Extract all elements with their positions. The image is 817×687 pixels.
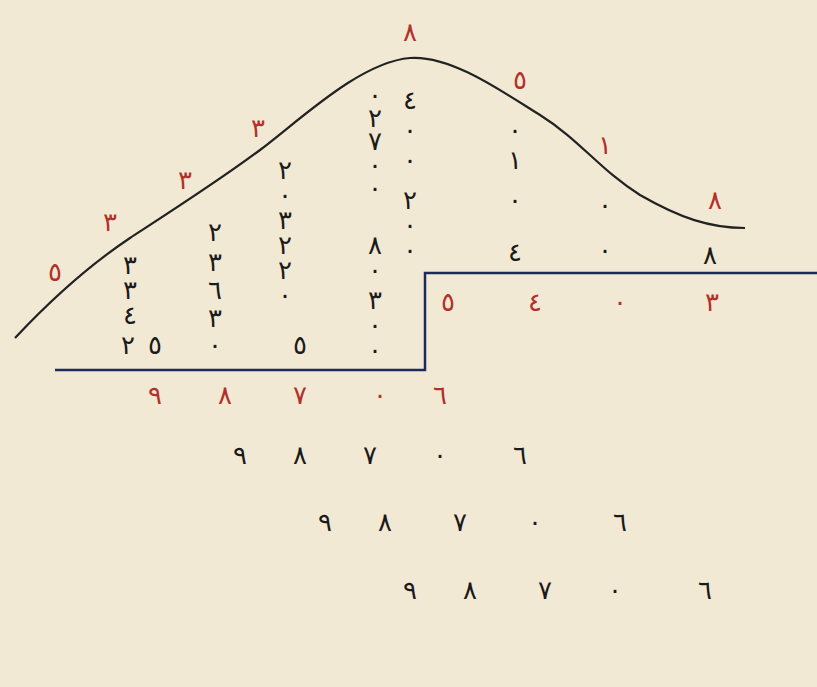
red-digit: ٠ [373,382,387,408]
black-digit: ٤ [403,87,417,113]
black-digit: ٠ [403,117,417,143]
black-digit: ٧ [363,442,377,468]
black-digit: ٨ [463,577,477,603]
black-digit: ٩ [318,509,332,535]
red-digit: ٨ [218,382,232,408]
black-digit: ٥ [148,332,162,358]
black-digit: ٨ [368,232,382,258]
black-digit: ٨ [703,242,717,268]
black-digit: ٠ [208,332,222,358]
red-digit: ٨ [708,187,722,213]
black-digit: ٦ [513,442,527,468]
black-digit: ٢ [278,232,292,258]
black-digit: ٧ [538,577,552,603]
black-digit: ٢ [278,257,292,283]
black-digit: ٧ [368,128,382,154]
black-digit: ٣ [123,252,137,278]
red-digit: ٠ [613,289,627,315]
black-digit: ٧ [453,509,467,535]
curve-line [15,58,745,338]
black-digit: ٠ [368,257,382,283]
black-digit: ٤ [508,239,522,265]
black-digit: ٠ [598,192,612,218]
red-digit: ٣ [705,289,719,315]
black-digit: ٢ [121,332,135,358]
black-digit: ٦ [613,509,627,535]
red-digit: ٥ [441,289,455,315]
black-digit: ٠ [403,212,417,238]
black-digit: ٣ [123,277,137,303]
black-digit: ٥ [293,332,307,358]
black-digit: ٣ [208,305,222,331]
red-digit: ١ [598,132,612,158]
board-rule [55,273,817,370]
black-digit: ٠ [508,117,522,143]
red-digit: ٣ [251,115,265,141]
red-digit: ٩ [148,382,162,408]
black-digit: ٠ [403,147,417,173]
red-digit: ٥ [48,259,62,285]
red-digit: ٤ [528,289,542,315]
red-digit: ٥ [513,67,527,93]
black-digit: ٠ [508,187,522,213]
black-digit: ١ [508,147,522,173]
black-digit: ٠ [368,337,382,363]
red-digit: ٧ [293,382,307,408]
red-digit: ٣ [103,209,117,235]
black-digit: ٨ [293,442,307,468]
black-digit: ٢ [403,187,417,213]
black-digit: ٣ [368,287,382,313]
black-digit: ٣ [278,207,292,233]
black-digit: ٠ [608,577,622,603]
black-digit: ٤ [123,302,137,328]
black-digit: ٦ [698,577,712,603]
black-digit: ٠ [598,237,612,263]
black-digit: ٢ [278,157,292,183]
black-digit: ٠ [403,237,417,263]
red-digit: ٨ [403,19,417,45]
red-digit: ٦ [433,382,447,408]
red-digit: ٣ [178,167,192,193]
black-digit: ٠ [368,312,382,338]
black-digit: ٣ [208,249,222,275]
black-digit: ٠ [278,282,292,308]
black-digit: ٠ [433,442,447,468]
black-digit: ٨ [378,509,392,535]
black-digit: ٢ [208,219,222,245]
black-digit: ٩ [233,442,247,468]
black-digit: ٠ [528,509,542,535]
black-digit: ٩ [403,577,417,603]
black-digit: ٠ [368,175,382,201]
black-digit: ٦ [208,277,222,303]
black-digit: ٠ [278,182,292,208]
